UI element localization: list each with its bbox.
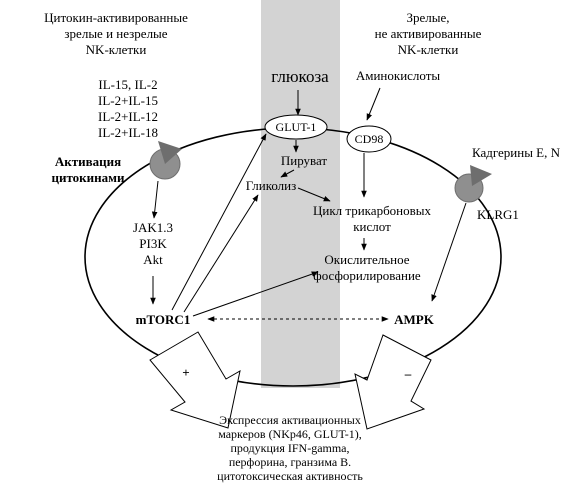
cadherins-label: Кадгерины E, N (472, 145, 561, 160)
top-right-label: Зрелые, не активированные NK-клетки (375, 10, 482, 57)
svg-text:фосфорилирование: фосфорилирование (313, 268, 421, 283)
plus-sign: + (182, 365, 189, 380)
svg-text:продукция IFN-gamma,: продукция IFN-gamma, (230, 441, 349, 455)
signaling-cascade: JAK1.3 PI3K Akt (133, 220, 173, 267)
outcome-description: Экспрессия активационных маркеров (NKp46… (217, 413, 363, 483)
oxphos-label: Окислительное фосфорилирование (313, 252, 421, 283)
svg-text:Окислительное: Окислительное (324, 252, 409, 267)
minus-sign: – (404, 366, 412, 381)
svg-text:маркеров (NKp46, GLUT-1),: маркеров (NKp46, GLUT-1), (218, 427, 362, 441)
svg-text:IL-2+IL-12: IL-2+IL-12 (98, 109, 158, 124)
svg-text:IL-2+IL-15: IL-2+IL-15 (98, 93, 158, 108)
svg-text:перфорина, гранзима B.: перфорина, гранзима B. (229, 455, 351, 469)
receptor-to-signaling-arrow (151, 180, 159, 219)
svg-text:Активация: Активация (55, 154, 121, 169)
svg-text:NK-клетки: NK-клетки (86, 42, 147, 57)
klrg1-label: KLRG1 (477, 207, 519, 222)
cytokine-activation-label: Активация цитокинами (51, 154, 125, 185)
cd98-label: CD98 (355, 132, 384, 146)
cadherin-ligand-icon (470, 165, 492, 186)
svg-text:Экспрессия активационных: Экспрессия активационных (219, 413, 361, 427)
svg-text:NK-клетки: NK-клетки (398, 42, 459, 57)
ampk-negative-outcome-arrow (354, 334, 432, 430)
glycolysis-to-tca-arrow (297, 187, 331, 202)
svg-text:зрелые и незрелые: зрелые и незрелые (64, 26, 167, 41)
svg-text:Цитокин-активированные: Цитокин-активированные (44, 10, 188, 25)
cd98-transporter (346, 125, 392, 153)
svg-text:Зрелые,: Зрелые, (406, 10, 449, 25)
glut1-transporter (264, 114, 328, 140)
tca-cycle-label: Цикл трикарбоновых кислот (313, 203, 432, 234)
amino-acids-label: Аминокислоты (356, 68, 441, 83)
mtorc1-positive-outcome-arrow (149, 331, 241, 429)
cytokine-ligand-icon (158, 141, 182, 164)
pyruvate-label: Пируват (281, 153, 328, 168)
cytokine-list: IL-15, IL-2 IL-2+IL-15 IL-2+IL-12 IL-2+I… (98, 77, 158, 140)
mtorc1-label: mTORC1 (136, 312, 191, 327)
svg-text:цитокинами: цитокинами (51, 170, 125, 185)
glut1-label: GLUT-1 (276, 120, 317, 134)
svg-text:PI3K: PI3K (139, 236, 167, 251)
svg-text:не активированные: не активированные (375, 26, 482, 41)
mtorc1-to-glut1-arrow (171, 133, 267, 311)
svg-text:Akt: Akt (143, 252, 163, 267)
svg-text:цитотоксическая активность: цитотоксическая активность (217, 469, 363, 483)
svg-text:IL-15, IL-2: IL-15, IL-2 (98, 77, 157, 92)
mtorc1-to-glycolysis-arrow (183, 194, 259, 313)
svg-text:кислот: кислот (353, 219, 391, 234)
glycolysis-label: Гликолиз (246, 178, 297, 193)
svg-text:JAK1.3: JAK1.3 (133, 220, 173, 235)
glucose-label: глюкоза (271, 67, 329, 86)
ampk-label: AMPK (394, 312, 435, 327)
klrg1-to-ampk-arrow (431, 202, 467, 302)
amino-acids-arrow (366, 87, 381, 121)
svg-text:IL-2+IL-18: IL-2+IL-18 (98, 125, 158, 140)
pyruvate-glycolysis-arrow (280, 169, 295, 178)
glucose-band (261, 0, 340, 388)
svg-text:Цикл трикарбоновых: Цикл трикарбоновых (313, 203, 432, 218)
top-left-label: Цитокин-активированные зрелые и незрелые… (44, 10, 188, 57)
mtorc1-to-oxphos-arrow (192, 271, 319, 317)
